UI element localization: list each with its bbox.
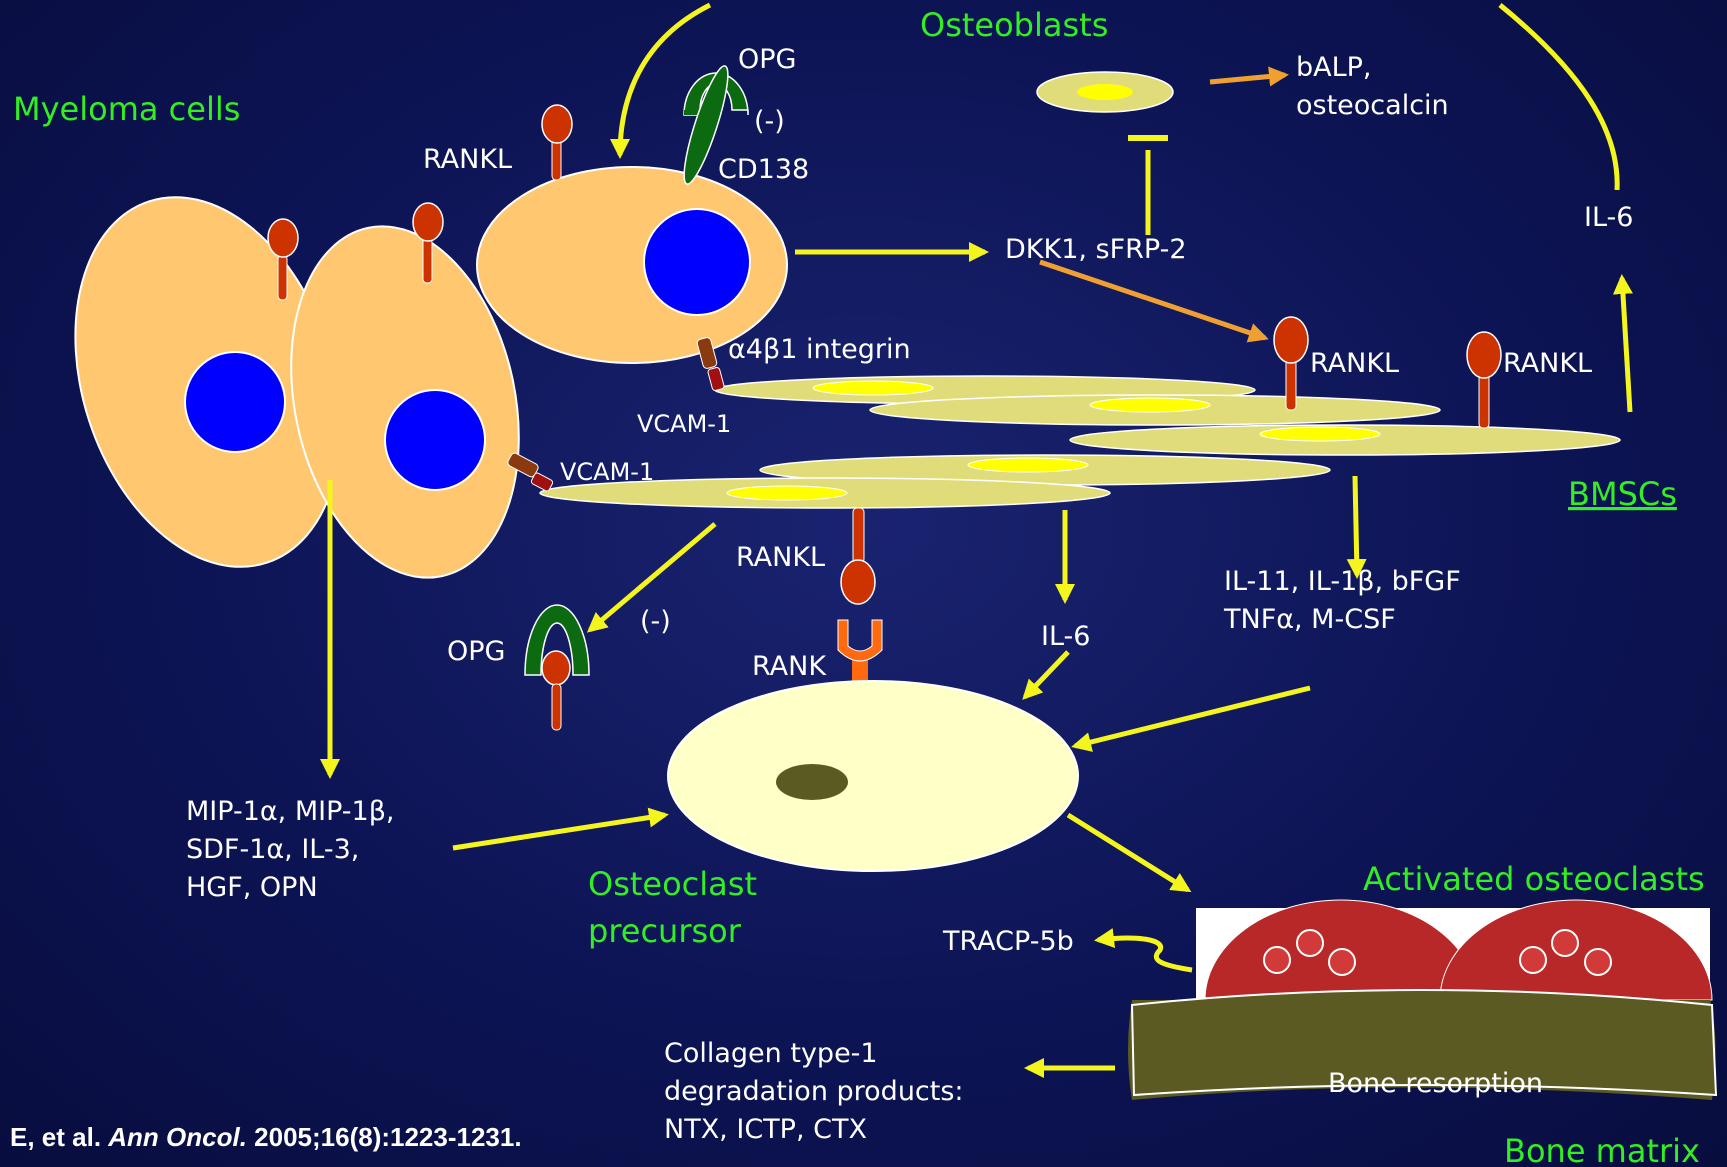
vcam1-label: VCAM-1 [560, 458, 654, 486]
bmsc-cells [540, 376, 1620, 508]
rankl-label: RANKL [1310, 348, 1399, 379]
dkk1-label: DKK1, sFRP-2 [1005, 234, 1187, 265]
opg-top-label: OPG [738, 44, 796, 75]
activated-osteoclasts-label: Activated osteoclasts [1363, 860, 1705, 898]
bmscs-label: BMSCs [1568, 475, 1677, 513]
rankl-label: RANKL [423, 144, 512, 175]
mip-label-line1: MIP-1α, MIP-1β, [186, 796, 395, 827]
cytokines-label-line2: TNFα, M-CSF [1223, 604, 1396, 635]
mip-label-line2: SDF-1α, IL-3, [186, 834, 359, 865]
negative-regulation-label: (-) [754, 106, 785, 137]
tracp-label: TRACP-5b [942, 926, 1074, 957]
myeloma-cells-label: Myeloma cells [13, 90, 240, 128]
vcam1-label: VCAM-1 [637, 410, 731, 438]
rankl-receptor [1467, 332, 1501, 428]
citation-prefix: E, et al. [10, 1122, 108, 1152]
opg-rankl-complex [525, 605, 589, 730]
osteoclast-precursor-label: precursor [588, 912, 742, 950]
citation-journal: Ann Oncol. [107, 1122, 247, 1152]
negative-regulation-label: (-) [640, 606, 671, 637]
rankl-receptor [841, 508, 875, 604]
osteocalcin-label: osteocalcin [1296, 90, 1449, 121]
collagen-label-line2: degradation products: [664, 1076, 964, 1107]
rankl-receptor [542, 105, 572, 180]
collagen-label-line1: Collagen type-1 [664, 1038, 878, 1069]
il6-mid-label: IL-6 [1041, 621, 1090, 652]
rankl-label: RANKL [736, 542, 825, 573]
osteoblast-cell [1037, 72, 1173, 112]
citation: E, et al. Ann Oncol. 2005;16(8):1223-123… [10, 1122, 522, 1152]
rankl-label: RANKL [1503, 348, 1592, 379]
integrin-label: α4β1 integrin [728, 334, 911, 365]
rank-label: RANK [752, 651, 827, 682]
osteoclast-precursor-cell [668, 681, 1078, 871]
il6-right-label: IL-6 [1584, 202, 1633, 233]
balp-label: bALP, [1296, 52, 1372, 83]
cytokines-label-line1: IL-11, IL-1β, bFGF [1224, 566, 1461, 597]
osteoclast-precursor-label: Osteoclast [588, 865, 757, 903]
osteoblasts-label: Osteoblasts [920, 6, 1108, 44]
citation-suffix: 2005;16(8):1223-1231. [247, 1122, 522, 1152]
mip-label-line3: HGF, OPN [186, 872, 318, 903]
bone-resorption-label: Bone resorption [1328, 1068, 1543, 1099]
cd138-label: CD138 [718, 154, 809, 185]
opg-mid-label: OPG [447, 636, 505, 667]
collagen-label-line3: NTX, ICTP, CTX [664, 1114, 867, 1145]
bone-matrix-label: Bone matrix [1504, 1132, 1700, 1167]
